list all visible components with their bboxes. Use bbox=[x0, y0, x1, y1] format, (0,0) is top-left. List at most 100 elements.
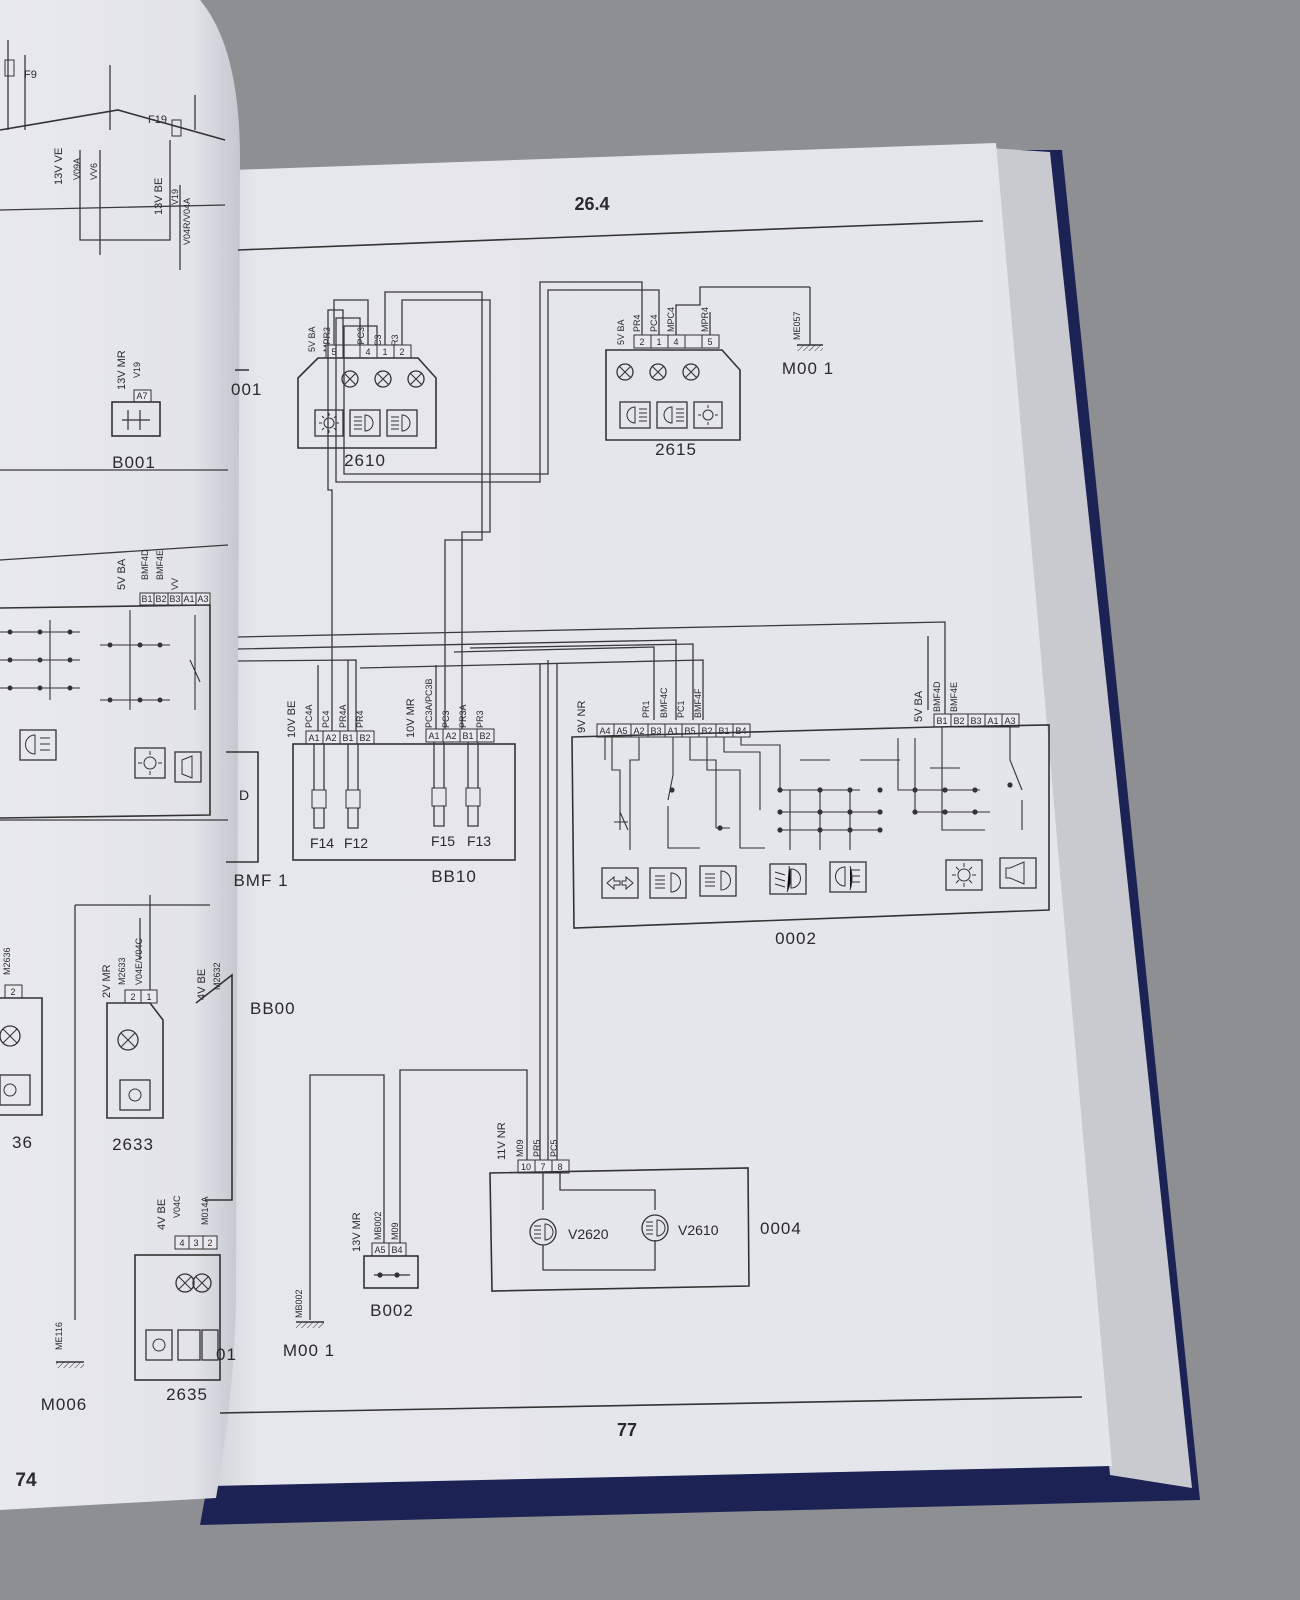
svg-text:V19: V19 bbox=[170, 189, 180, 205]
c0002-wire: BMF4F bbox=[693, 688, 703, 718]
sidelight-icon bbox=[945, 859, 983, 891]
lamp-v2610-icon bbox=[641, 1214, 669, 1242]
c0002-contacts bbox=[669, 782, 1013, 833]
sidelight-icon bbox=[0, 1074, 31, 1106]
svg-text:A2: A2 bbox=[445, 731, 456, 741]
c0004-pins: 10 7 8 bbox=[517, 1159, 570, 1174]
svg-text:B1: B1 bbox=[936, 716, 947, 726]
sidelight-icon bbox=[145, 1329, 173, 1361]
bb10-label: BB10 bbox=[431, 867, 477, 886]
z2610-wire: PC3 bbox=[373, 334, 383, 352]
svg-text:B2: B2 bbox=[479, 731, 490, 741]
bb10-pins: A1 A2 B1 B2 A1 A2 B1 B2 bbox=[305, 728, 495, 745]
z2610-label: 2610 bbox=[344, 451, 386, 470]
svg-text:B3: B3 bbox=[169, 594, 180, 604]
svg-text:4: 4 bbox=[673, 337, 678, 347]
svg-text:5V BA: 5V BA bbox=[116, 558, 128, 590]
right-page-content: 26.4 77 5V BA MPR3 MPC3 PC3 PR3 5 4 1 2 bbox=[219, 194, 1083, 1440]
svg-text:F12: F12 bbox=[344, 835, 368, 851]
c0002-left-header: 9V NR bbox=[576, 701, 588, 733]
lamp-v2620-icon bbox=[529, 1218, 557, 1246]
svg-text:B2: B2 bbox=[953, 716, 964, 726]
svg-text:VV: VV bbox=[170, 578, 180, 590]
z2610-header: 5V BA bbox=[307, 326, 317, 352]
svg-text:BMF4E: BMF4E bbox=[155, 550, 165, 580]
fuse-f13: F13 bbox=[465, 742, 491, 849]
svg-text:10: 10 bbox=[521, 1162, 531, 1172]
svg-text:A5: A5 bbox=[374, 1245, 385, 1255]
b002-label: B002 bbox=[370, 1301, 414, 1320]
svg-text:V09A: V09A bbox=[72, 158, 82, 180]
svg-text:M2636: M2636 bbox=[2, 947, 12, 975]
c0004-wire: M09 bbox=[515, 1139, 525, 1157]
bulb-icon bbox=[649, 363, 667, 381]
z2615-wire: PR4 bbox=[632, 314, 642, 332]
fuse-f14: F14 bbox=[310, 744, 334, 851]
c0004-wire: PC5 bbox=[549, 1139, 559, 1157]
svg-text:V04R/V04A: V04R/V04A bbox=[182, 198, 192, 245]
svg-text:B001: B001 bbox=[112, 453, 156, 472]
ground-m006-label: M006 bbox=[41, 1395, 88, 1414]
ground-label: M00 1 bbox=[283, 1341, 335, 1360]
lamp-v2620-label: V2620 bbox=[568, 1226, 609, 1242]
b002-wire: MB002 bbox=[373, 1211, 383, 1240]
svg-text:A3: A3 bbox=[1004, 716, 1015, 726]
horn-icon bbox=[174, 751, 202, 783]
svg-text:A2: A2 bbox=[325, 733, 336, 743]
c0004-header: 11V NR bbox=[496, 1122, 508, 1160]
c0002-label: 0002 bbox=[775, 929, 817, 948]
right-page bbox=[212, 143, 1112, 1486]
bulb-icon bbox=[407, 370, 425, 388]
svg-text:2633: 2633 bbox=[112, 1135, 154, 1154]
svg-text:B3: B3 bbox=[650, 726, 661, 736]
svg-text:VV6: VV6 bbox=[89, 163, 99, 180]
c0002-right-header: 5V BA bbox=[913, 690, 925, 722]
svg-text:B2: B2 bbox=[155, 594, 166, 604]
svg-text:4: 4 bbox=[179, 1238, 184, 1248]
svg-text:F13: F13 bbox=[467, 833, 491, 849]
svg-text:2V MR: 2V MR bbox=[101, 964, 113, 998]
svg-text:5: 5 bbox=[707, 337, 712, 347]
c0002-wire: BMF4D bbox=[932, 681, 942, 712]
svg-text:M014A: M014A bbox=[200, 1196, 210, 1225]
svg-text:3: 3 bbox=[193, 1238, 198, 1248]
svg-text:B1: B1 bbox=[141, 594, 152, 604]
z2610-wire: MPR3 bbox=[322, 327, 332, 352]
bb10-wire: PC3 bbox=[441, 710, 451, 728]
svg-text:B5: B5 bbox=[684, 726, 695, 736]
svg-text:A1: A1 bbox=[308, 733, 319, 743]
low-beam-icon bbox=[619, 401, 651, 429]
low-beam-icon bbox=[349, 409, 381, 437]
high-beam-icon bbox=[656, 401, 688, 429]
sidelight-icon bbox=[119, 1079, 151, 1111]
ground-m001-top: ME057 M00 1 bbox=[782, 287, 833, 378]
svg-text:13V VE: 13V VE bbox=[53, 148, 65, 185]
svg-text:A4: A4 bbox=[599, 726, 610, 736]
fuse-f12: F12 bbox=[344, 744, 368, 851]
bulb-icon bbox=[341, 370, 359, 388]
svg-text:1: 1 bbox=[382, 347, 387, 357]
c0002-wire: PC1 bbox=[676, 700, 686, 718]
left-switch-pins: B1 B2 B3 A1 A3 bbox=[139, 592, 211, 606]
svg-text:A5: A5 bbox=[616, 726, 627, 736]
component-bb10: 10V BE PC4A PC4 PR4A PR4 10V MR PC3A/PC3… bbox=[286, 678, 516, 886]
svg-text:M2633: M2633 bbox=[117, 957, 127, 985]
svg-text:4V BE: 4V BE bbox=[156, 1199, 168, 1230]
bb10-wire: PC4A bbox=[304, 704, 314, 728]
bb10-wire: PC3A/PC3B bbox=[424, 678, 434, 728]
svg-text:B4: B4 bbox=[391, 1245, 402, 1255]
svg-text:001: 001 bbox=[231, 380, 262, 399]
svg-text:B2: B2 bbox=[359, 733, 370, 743]
bb10-left-header: 10V BE bbox=[286, 701, 298, 738]
component-bmf1: D BMF 1 bbox=[226, 751, 288, 890]
svg-text:13V BE: 13V BE bbox=[153, 178, 165, 215]
c0002-wire: PR1 bbox=[641, 700, 651, 718]
left-page-content: F9 F19 13V VE V09A VV6 13V BE V19 V04R/V… bbox=[0, 40, 295, 1491]
svg-text:2: 2 bbox=[130, 992, 135, 1002]
low-beam-icon bbox=[649, 867, 687, 899]
z2615-header: 5V BA bbox=[616, 319, 626, 345]
svg-text:B4: B4 bbox=[735, 726, 746, 736]
bulb-icon bbox=[374, 370, 392, 388]
svg-text:F9: F9 bbox=[24, 69, 37, 81]
